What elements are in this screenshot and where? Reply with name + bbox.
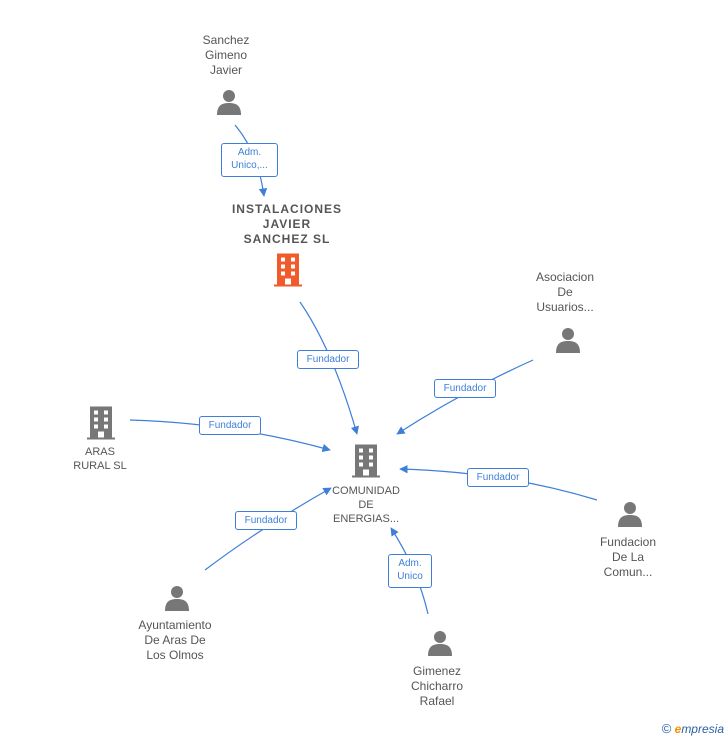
node-label-aras[interactable]: ARAS RURAL SL <box>73 446 127 472</box>
edge-label-fundador: Fundador <box>199 416 261 435</box>
brand-logo-e: e <box>674 722 682 736</box>
person-icon[interactable] <box>428 631 452 656</box>
node-label-ayuntamiento[interactable]: Ayuntamiento De Aras De Los Olmos <box>138 618 212 662</box>
node-label-fundacion[interactable]: Fundacion De La Comun... <box>599 535 657 579</box>
copyright-icon: © <box>661 721 672 736</box>
person-icon[interactable] <box>165 586 189 611</box>
brand-name: mpresia <box>681 722 724 736</box>
edge-label-fundador: Fundador <box>297 350 359 369</box>
building-icon[interactable] <box>87 406 115 440</box>
edge-label-fundador: Fundador <box>434 379 496 398</box>
building-icon[interactable] <box>352 444 380 478</box>
node-label-sanchez[interactable]: Sanchez Gimeno Javier <box>202 33 250 77</box>
node-label-instalaciones[interactable]: INSTALACIONES JAVIER SANCHEZ SL <box>231 202 343 246</box>
building-icon[interactable] <box>274 253 302 287</box>
node-label-comunidad[interactable]: COMUNIDAD DE ENERGIAS... <box>332 485 400 525</box>
brand-footer: © empresia <box>662 721 724 736</box>
node-label-asociacion[interactable]: Asociacion De Usuarios... <box>535 270 595 314</box>
edge-label-adm-unico: Adm. Unico <box>388 554 432 588</box>
edge-label-adm-unico: Adm. Unico,... <box>221 143 278 177</box>
node-label-gimenez[interactable]: Gimenez Chicharro Rafael <box>410 664 464 708</box>
person-icon[interactable] <box>217 90 241 115</box>
person-icon[interactable] <box>618 502 642 527</box>
edge-label-fundador: Fundador <box>467 468 529 487</box>
edge-label-fundador: Fundador <box>235 511 297 530</box>
person-icon[interactable] <box>556 328 580 353</box>
